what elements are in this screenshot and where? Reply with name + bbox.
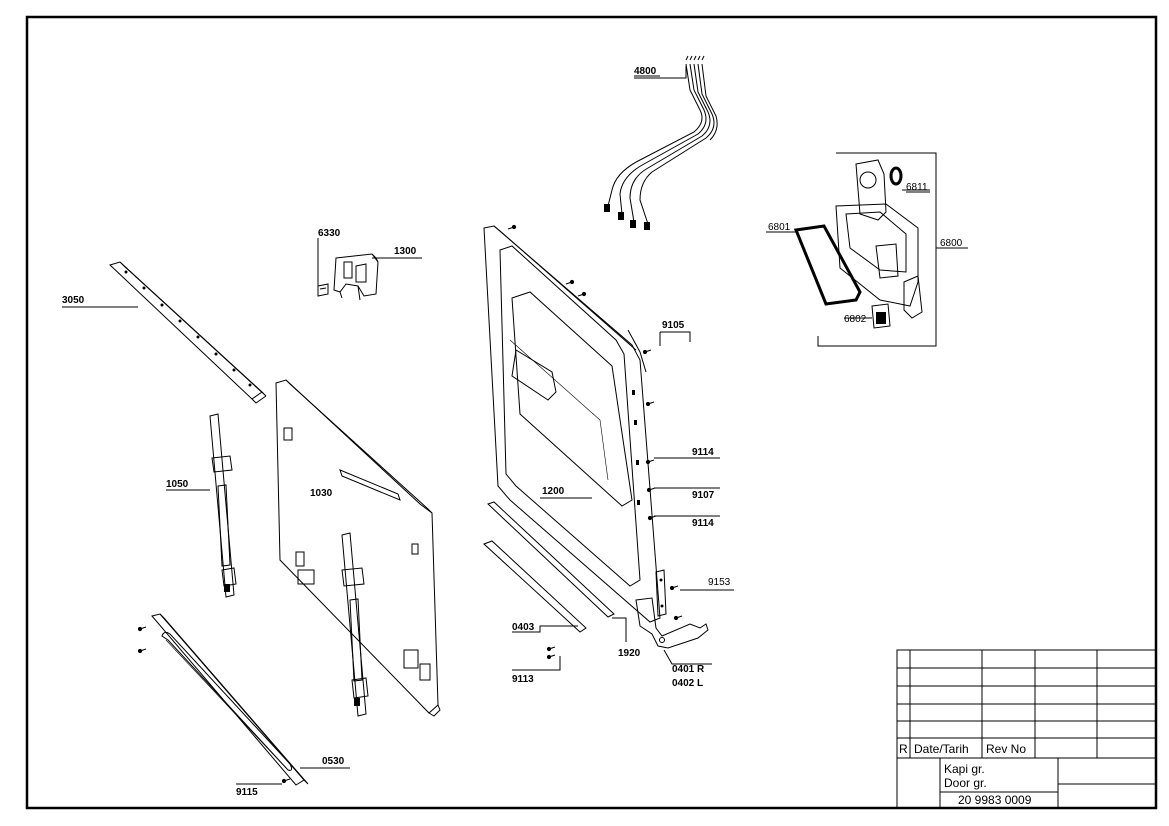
rail-strip-3050 xyxy=(109,261,267,404)
hinge-bracket-0401-0402 xyxy=(635,597,709,649)
label-1200: 1200 xyxy=(542,486,565,497)
title-block-text: R Date/Tarih Rev No Kapi gr. Door gr. 20… xyxy=(899,742,1032,807)
label-6800: 6800 xyxy=(940,238,963,249)
wire-harness-4800 xyxy=(604,55,718,230)
part-labels: 4800 6811 6801 6800 6802 6330 1300 3050 … xyxy=(62,66,963,798)
label-0530: 0530 xyxy=(322,756,345,767)
label-3050: 3050 xyxy=(62,295,85,306)
label-9113: 9113 xyxy=(512,674,534,685)
drawing-title-tr: Kapi gr. xyxy=(944,762,985,776)
rail-1050-left xyxy=(209,413,237,598)
seal-strip-1920 xyxy=(487,501,615,618)
label-1030: 1030 xyxy=(310,488,333,499)
drawing-title-en: Door gr. xyxy=(944,776,987,790)
label-0403: 0403 xyxy=(512,622,535,633)
drawing-number: 20 9983 0009 xyxy=(958,793,1032,807)
label-9115: 9115 xyxy=(236,787,258,798)
label-0402-l: 0402 L xyxy=(672,678,703,689)
handle-frame-0530 xyxy=(151,613,309,786)
label-1050: 1050 xyxy=(166,479,189,490)
lock-assembly-6800 xyxy=(793,152,937,347)
label-6330: 6330 xyxy=(318,228,341,239)
date-column-header: Date/Tarih xyxy=(914,742,969,756)
rev-column-header: R xyxy=(899,742,908,756)
label-6811: 6811 xyxy=(906,182,928,193)
label-0401-r: 0401 R xyxy=(672,664,705,675)
inner-panel-1030 xyxy=(275,379,441,717)
small-clip-6330 xyxy=(317,283,329,297)
label-1300: 1300 xyxy=(394,246,417,257)
label-9107: 9107 xyxy=(692,490,715,501)
sheet-border xyxy=(25,15,1158,810)
title-block xyxy=(896,649,1157,809)
label-9105: 9105 xyxy=(662,320,685,331)
label-9153: 9153 xyxy=(708,577,731,588)
door-frame-1200 xyxy=(483,225,667,623)
label-9114-upper: 9114 xyxy=(692,447,714,458)
screws xyxy=(137,224,683,784)
rail-1050-right xyxy=(341,532,369,717)
label-9114-lower: 9114 xyxy=(692,518,714,529)
label-1920: 1920 xyxy=(618,648,641,659)
label-6801: 6801 xyxy=(768,222,791,233)
leader-lines xyxy=(62,66,968,785)
label-4800: 4800 xyxy=(634,66,657,77)
label-6802: 6802 xyxy=(844,314,867,325)
hinge-clip-1300 xyxy=(333,253,379,301)
revno-column-header: Rev No xyxy=(986,742,1026,756)
strip-0403 xyxy=(483,540,587,633)
